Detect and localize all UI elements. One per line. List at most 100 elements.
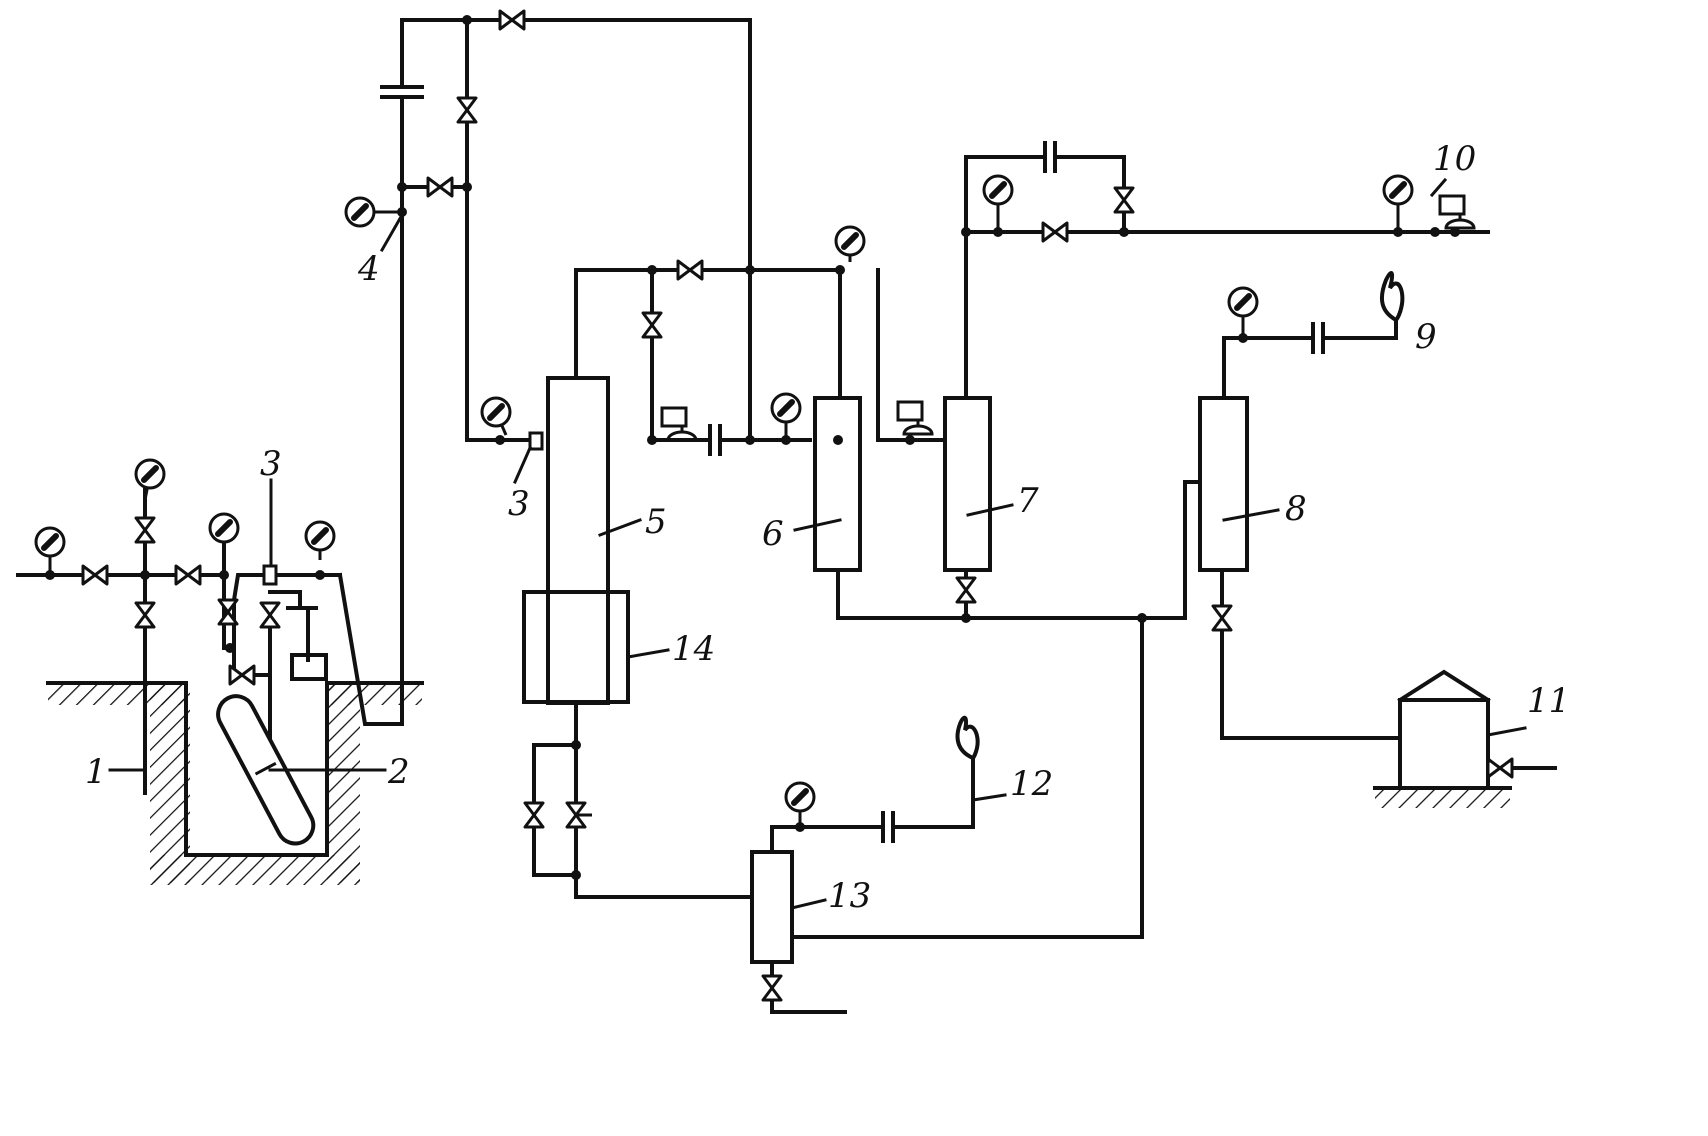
separator-vessel bbox=[546, 376, 610, 705]
junction-dot bbox=[462, 182, 472, 192]
junction-dot bbox=[462, 15, 472, 25]
label-gauge-line: 4 bbox=[357, 249, 380, 289]
pipe-junctions bbox=[45, 15, 1460, 880]
label-flare-lower: 12 bbox=[1010, 764, 1053, 804]
tank bbox=[1398, 698, 1490, 790]
junction-dot bbox=[835, 265, 845, 275]
junction-dot bbox=[1238, 333, 1248, 343]
valve-icon bbox=[1113, 186, 1135, 214]
valve-icon bbox=[1486, 757, 1514, 779]
valve-icon bbox=[259, 601, 281, 629]
label-outlet-regulator: 10 bbox=[1433, 139, 1476, 179]
junction-dot bbox=[833, 435, 843, 445]
vessel-7 bbox=[943, 396, 992, 572]
well-tube bbox=[216, 694, 316, 846]
pressure-gauge-icon bbox=[834, 225, 866, 262]
valve-icon bbox=[498, 9, 526, 31]
junction-dot bbox=[397, 182, 407, 192]
vessel-8 bbox=[1198, 396, 1249, 572]
junction-dot bbox=[571, 740, 581, 750]
vessel-6 bbox=[813, 396, 862, 572]
label-vessel-6: 6 bbox=[762, 514, 784, 554]
junction-dot bbox=[781, 435, 791, 445]
callout-lines bbox=[108, 177, 1527, 910]
valve-icon bbox=[174, 564, 202, 586]
junction-dot bbox=[225, 643, 235, 653]
valve-icon bbox=[565, 801, 587, 829]
junction-dot bbox=[905, 435, 915, 445]
flares bbox=[955, 271, 1405, 772]
valve-icon bbox=[134, 601, 156, 629]
junction-dot bbox=[1450, 227, 1460, 237]
junction-dot bbox=[647, 435, 657, 445]
junction-dot bbox=[140, 570, 150, 580]
label-tank: 11 bbox=[1527, 681, 1563, 721]
valve-icon bbox=[1041, 221, 1069, 243]
junction-dot bbox=[1430, 227, 1440, 237]
pressure-regulator-icon bbox=[896, 400, 934, 436]
valve-icon bbox=[426, 176, 454, 198]
ground-pit bbox=[46, 681, 424, 885]
label-tube: 2 bbox=[387, 752, 410, 792]
valve-icon bbox=[761, 974, 783, 1002]
pressure-gauge-icon bbox=[344, 196, 400, 228]
pressure-gauge-icon bbox=[304, 520, 336, 560]
orifice-plates bbox=[380, 85, 1325, 843]
junction-dot bbox=[397, 207, 407, 217]
tank-ground bbox=[1373, 786, 1512, 808]
valve-icon bbox=[1211, 604, 1233, 632]
vessels bbox=[216, 376, 1491, 964]
component-labels: 1 2 3 3 4 5 6 7 8 9 10 11 12 13 14 bbox=[85, 139, 1563, 916]
flare-icon bbox=[1379, 271, 1405, 340]
junction-dot bbox=[795, 822, 805, 832]
pressure-gauge-icon bbox=[784, 781, 816, 827]
junction-dot bbox=[45, 570, 55, 580]
label-well: 1 bbox=[85, 752, 107, 792]
pressure-gauge-icon bbox=[134, 458, 166, 501]
junction-dot bbox=[315, 570, 325, 580]
valves bbox=[81, 9, 1514, 1002]
pressure-gauge-icon bbox=[770, 392, 802, 440]
label-flow-controller-separator: 3 bbox=[508, 484, 530, 524]
junction-dot bbox=[961, 613, 971, 623]
junction-dot bbox=[647, 265, 657, 275]
pressure-gauge-icon bbox=[1227, 286, 1259, 338]
junction-dot bbox=[1393, 227, 1403, 237]
junction-dot bbox=[571, 870, 581, 880]
junction-dot bbox=[495, 435, 505, 445]
valve-icon bbox=[641, 311, 663, 339]
valve-icon bbox=[676, 259, 704, 281]
label-heater: 14 bbox=[672, 629, 715, 669]
label-vessel-7: 7 bbox=[1017, 481, 1039, 521]
pressure-gauge-icon bbox=[34, 526, 66, 575]
pressure-regulator-icon bbox=[1438, 194, 1476, 230]
label-separator: 5 bbox=[645, 502, 667, 542]
junction-dot bbox=[745, 435, 755, 445]
valve-icon bbox=[134, 516, 156, 544]
orifice-plate-icon bbox=[380, 85, 424, 99]
junction-dot bbox=[745, 265, 755, 275]
orifice-plate-icon bbox=[881, 811, 895, 843]
label-flare-upper: 9 bbox=[1415, 317, 1437, 357]
pressure-gauge-icon bbox=[480, 396, 512, 436]
pressure-regulator-icon bbox=[660, 406, 698, 442]
valve-icon bbox=[456, 96, 478, 124]
pressure-gauge-icon bbox=[1382, 174, 1414, 228]
junction-dot bbox=[961, 227, 971, 237]
junction-dot bbox=[1137, 613, 1147, 623]
label-flow-controller-well: 3 bbox=[260, 444, 282, 484]
valve-icon bbox=[81, 564, 109, 586]
label-vessel-8: 8 bbox=[1285, 489, 1307, 529]
label-vessel-13: 13 bbox=[828, 876, 871, 916]
valve-icon bbox=[955, 576, 977, 604]
pressure-gauge-icon bbox=[208, 512, 240, 552]
pressure-gauge-icon bbox=[982, 174, 1014, 228]
orifice-plate-icon bbox=[1311, 322, 1325, 354]
orifice-plate-icon bbox=[708, 424, 722, 456]
junction-dot bbox=[993, 227, 1003, 237]
orifice-plate-icon bbox=[1043, 141, 1057, 173]
flare-icon bbox=[955, 715, 980, 772]
vessel-13 bbox=[750, 850, 794, 964]
regulators bbox=[660, 194, 1476, 442]
junction-dot bbox=[1119, 227, 1129, 237]
